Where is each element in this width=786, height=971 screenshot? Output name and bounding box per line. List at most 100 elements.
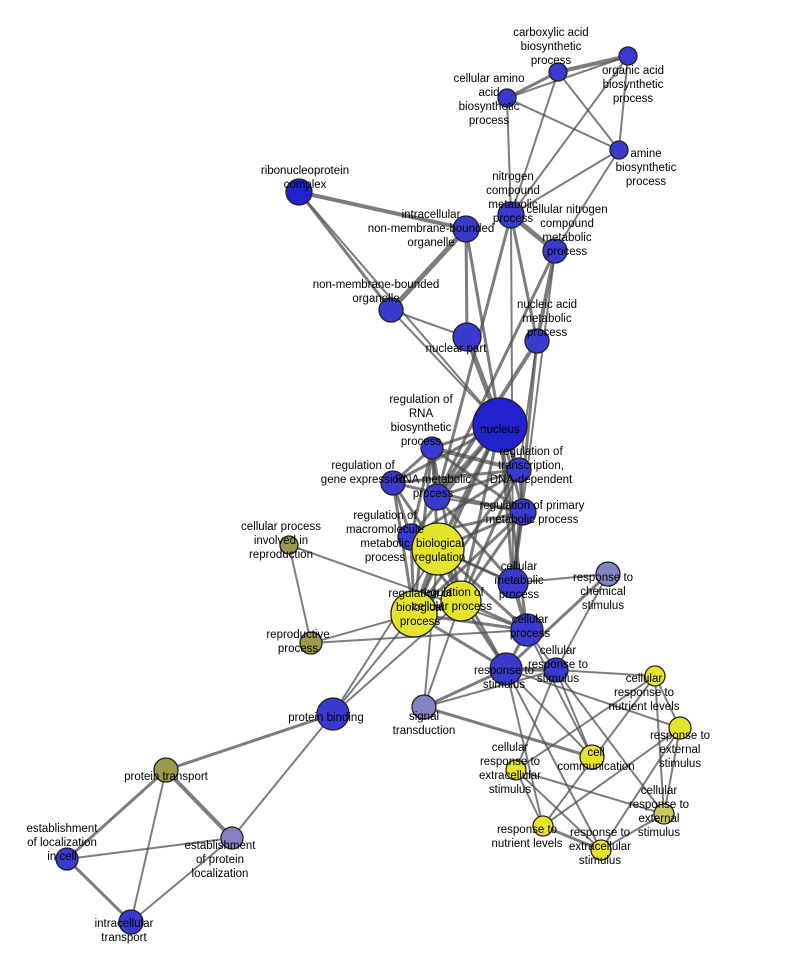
node-organic[interactable]: [618, 46, 638, 66]
node-aminoacid[interactable]: [497, 88, 517, 108]
edge-prottransport-estprotloc: [164, 768, 234, 840]
edge-cellrespstim-cellrespext: [555, 669, 665, 815]
edge-respexternal-cellrespext: [663, 727, 681, 815]
node-respexternal[interactable]: [668, 716, 692, 740]
edge-cellrespstim-cellrespnutrient: [555, 669, 656, 677]
edge-amine-nitrogen: [510, 149, 620, 216]
node-cellcomm[interactable]: [579, 744, 605, 770]
node-cellprocess[interactable]: [510, 613, 544, 647]
node-intranmb[interactable]: [452, 215, 480, 243]
node-nmborg[interactable]: [378, 297, 404, 323]
edge-rnp-nmborg: [297, 190, 393, 312]
node-prottransport[interactable]: [153, 757, 179, 783]
node-nitrogen[interactable]: [497, 201, 525, 229]
edge-respchem-cellrespstim: [555, 573, 609, 671]
node-intratransport[interactable]: [118, 909, 144, 935]
edge-regtrans-regbio: [412, 468, 521, 616]
node-regrna[interactable]: [420, 436, 444, 460]
edge-cellcomm-sigtrans: [422, 705, 594, 759]
node-reproproc[interactable]: [299, 631, 323, 655]
node-regprimary[interactable]: [509, 498, 537, 526]
edge-intranmb-nucleus: [464, 227, 502, 427]
node-nuclearpart[interactable]: [452, 322, 482, 352]
edge-rnametab-regprimary: [436, 496, 524, 513]
edge-respextra-cellrespext: [600, 813, 665, 851]
node-sigtrans[interactable]: [411, 694, 437, 720]
edge-protbind-prottransport: [164, 712, 335, 772]
edge-cellrespnutrient-cellrespext: [654, 675, 665, 815]
node-protbind[interactable]: [316, 697, 350, 731]
edge-regrna-regtrans: [430, 446, 521, 472]
node-regbio[interactable]: [390, 590, 438, 638]
nodes-layer: [55, 46, 692, 935]
edge-respexternal-respextra: [600, 727, 681, 851]
edge-regtrans-reggene: [391, 468, 521, 485]
node-amine[interactable]: [609, 140, 629, 160]
node-cellrespext[interactable]: [653, 803, 675, 825]
node-cellrespstim[interactable]: [543, 657, 569, 683]
node-respnutrient[interactable]: [532, 815, 554, 837]
node-respextra[interactable]: [590, 839, 612, 861]
node-cellrespextra[interactable]: [505, 759, 527, 781]
edge-protbind-regcell: [332, 600, 462, 715]
node-respstim[interactable]: [489, 652, 523, 686]
edges-layer: [65, 54, 681, 924]
edge-intranmb-nuclearpart: [464, 227, 469, 339]
edge-cellrespstim-cellcomm: [555, 669, 593, 758]
edge-regrna-regprimary: [430, 446, 525, 514]
edge-reproinv-reproproc: [288, 544, 312, 644]
node-rnp[interactable]: [285, 178, 313, 206]
node-regcell[interactable]: [440, 580, 482, 622]
node-nucleicacid[interactable]: [524, 328, 550, 354]
edge-regtrans-rnametab: [435, 468, 521, 499]
edge-protbind-bioreg: [332, 548, 439, 715]
node-reggene[interactable]: [380, 470, 406, 496]
edge-respstim-respexternal: [505, 668, 681, 729]
edge-organic-amine: [618, 55, 629, 151]
edge-aminoacid-nitrogen: [506, 97, 512, 216]
edge-cellnitrogen-nucleicacid: [535, 249, 557, 343]
node-cellrespnutrient[interactable]: [644, 665, 666, 687]
node-regtrans[interactable]: [506, 457, 532, 483]
node-cellnitrogen[interactable]: [542, 238, 568, 264]
edge-prottransport-estloc: [65, 768, 168, 861]
node-estprotloc[interactable]: [220, 826, 244, 850]
edge-sigtrans-cellrespstim: [423, 669, 557, 708]
node-nucleus[interactable]: [472, 397, 528, 453]
node-label-nuclearpart: nuclear part: [426, 343, 488, 355]
node-respchem[interactable]: [595, 561, 621, 587]
node-carboxylic[interactable]: [548, 62, 568, 82]
node-label-protbind: protein binding: [288, 712, 363, 724]
edge-cellrespstim-cellrespextra: [515, 669, 557, 771]
edge-regrna-regmacro: [409, 446, 434, 539]
node-bioreg[interactable]: [411, 522, 465, 576]
node-reproinv[interactable]: [279, 535, 299, 555]
node-rnametab[interactable]: [423, 483, 451, 511]
node-cellmetab[interactable]: [497, 567, 529, 599]
edge-respstim-respextra: [505, 668, 602, 851]
edge-respstim-cellcomm: [505, 668, 593, 758]
edge-rnametab-cellmetab: [435, 495, 515, 585]
node-estloc[interactable]: [55, 847, 79, 871]
